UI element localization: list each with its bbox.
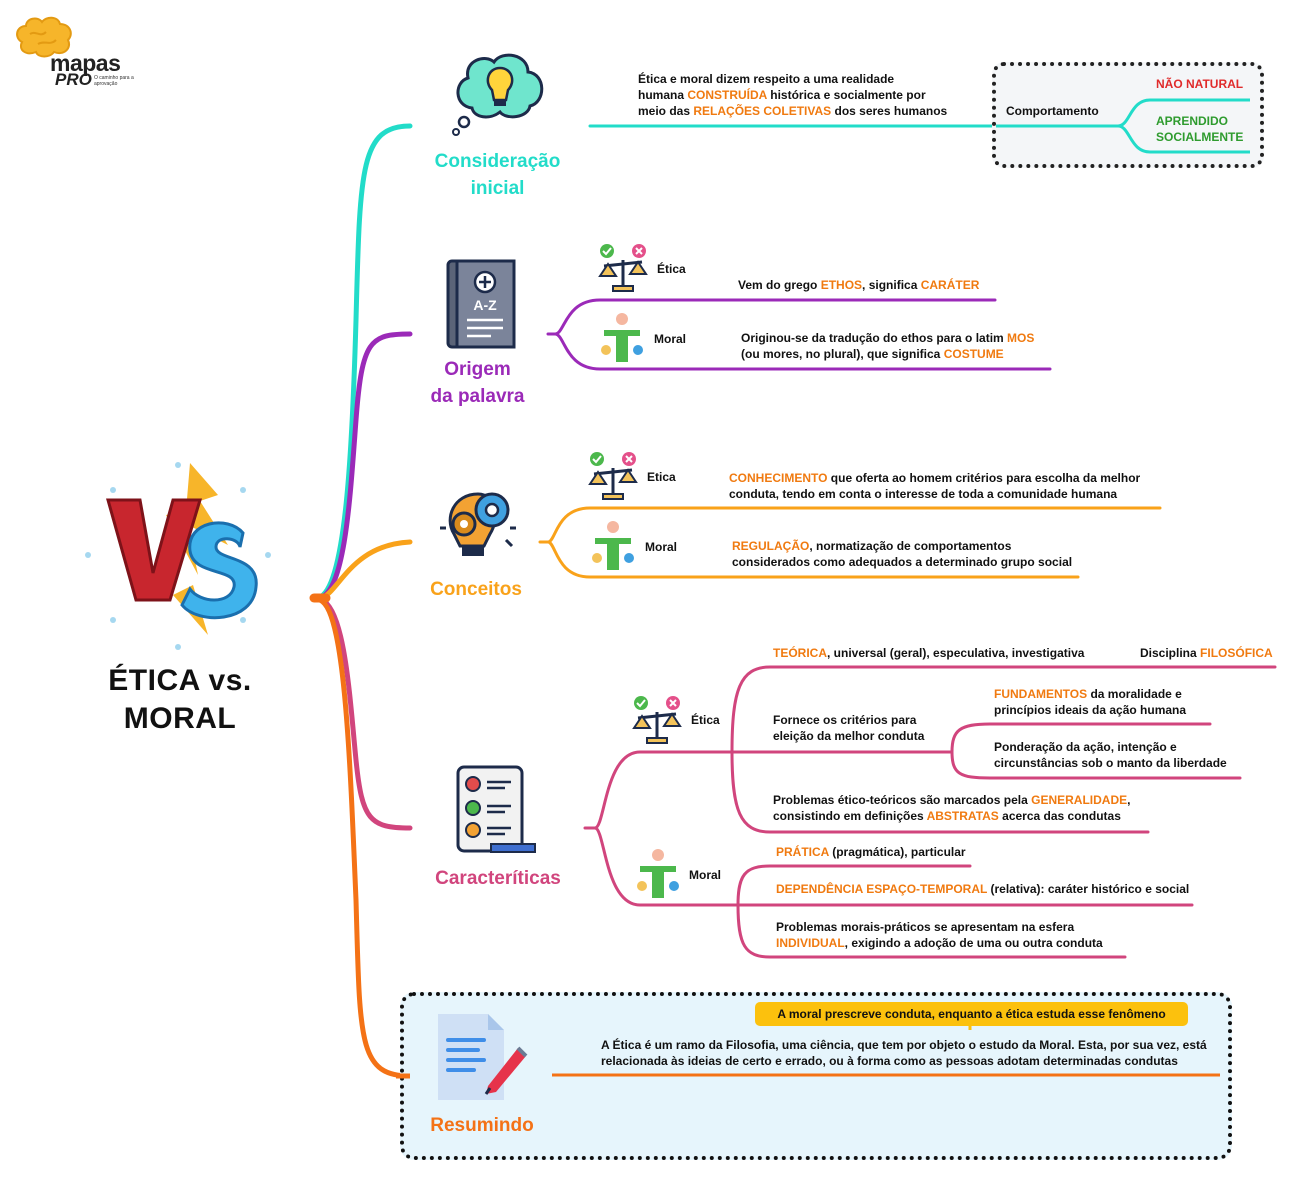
branch-caracteristicas bbox=[319, 597, 413, 831]
resumindo-callout: A moral prescreve conduta, enquanto a ét… bbox=[755, 1002, 1188, 1026]
caract-moral-problemas-text: Problemas morais-práticos se apresentam … bbox=[776, 920, 1103, 950]
brand-tagline: O caminho para a aprovação bbox=[94, 75, 134, 87]
section-title-resumindo: Resumindo bbox=[430, 1115, 534, 1136]
origem-moral-text: Originou-se da tradução do ethos para o … bbox=[741, 331, 1035, 361]
comportamento-label: Comportamento bbox=[1006, 104, 1099, 118]
conceitos-moral-label: Moral bbox=[645, 540, 678, 554]
conceitos-etica-label: Etica bbox=[647, 470, 676, 484]
scales-icon-caracteristicas bbox=[632, 696, 682, 744]
caract-etica-problemas-text: Problemas ético-teóricos são marcados pe… bbox=[773, 793, 1131, 823]
dictionary-book-icon: A-Z bbox=[446, 259, 516, 349]
aprendido-label: APRENDIDO SOCIALMENTE bbox=[1156, 114, 1244, 144]
section-title-conceitos: Conceitos bbox=[430, 579, 522, 600]
branch-consideracao bbox=[315, 123, 413, 601]
person-choice-icon-caracteristicas bbox=[637, 849, 679, 898]
caract-fornece-text: Fornece os critérios para eleição da mel… bbox=[773, 713, 925, 743]
branch-origem bbox=[317, 331, 413, 601]
consideracao-text: Ética e moral dizem respeito a uma reali… bbox=[638, 72, 948, 118]
caract-disciplina-text: Disciplina FILOSÓFICA bbox=[1140, 646, 1273, 660]
scales-icon-origem bbox=[598, 244, 648, 292]
caract-etica-label: Ética bbox=[691, 713, 720, 727]
section-title-consideracao: Consideração inicial bbox=[434, 151, 561, 199]
caract-fundamentos-text: FUNDAMENTOS da moralidade e princípios i… bbox=[994, 687, 1187, 717]
person-choice-icon-origem bbox=[601, 313, 643, 362]
versus-icon bbox=[85, 462, 271, 650]
brain-icon bbox=[16, 16, 72, 58]
caract-dependencia-text: DEPENDÊNCIA ESPAÇO-TEMPORAL (relativa): … bbox=[776, 882, 1190, 896]
resumindo-text: A Ética é um ramo da Filosofia, uma ciên… bbox=[601, 1038, 1207, 1068]
caract-pratica-text: PRÁTICA (pragmática), particular bbox=[776, 845, 966, 859]
idea-bulb-icon bbox=[452, 53, 544, 136]
conceitos-etica-text: CONHECIMENTO que oferta ao homem critéri… bbox=[729, 471, 1141, 501]
scales-icon-conceitos bbox=[588, 452, 638, 500]
person-choice-icon-conceitos bbox=[592, 521, 634, 570]
origem-etica-text: Vem do grego ETHOS, significa CARÁTER bbox=[738, 278, 980, 292]
brand-name: mapas bbox=[50, 50, 121, 76]
brand-logo bbox=[10, 12, 150, 92]
document-pen-icon bbox=[438, 1014, 528, 1100]
brand-sub: PRO bbox=[55, 70, 92, 89]
nao-natural-label: NÃO NATURAL bbox=[1156, 77, 1244, 91]
origem-moral-label: Moral bbox=[654, 332, 687, 346]
svg-text:A-Z: A-Z bbox=[473, 297, 497, 313]
origem-etica-label: Ética bbox=[657, 262, 686, 276]
section-title-origem: Origem da palavra bbox=[430, 359, 525, 407]
main-title: ÉTICA vs. MORAL bbox=[108, 664, 252, 735]
caract-moral-label: Moral bbox=[689, 868, 722, 882]
gears-head-icon bbox=[440, 492, 516, 556]
section-title-caracteristicas: Caracteríticas bbox=[435, 868, 561, 889]
caract-ponderacao-text: Ponderação da ação, intenção e circunstâ… bbox=[994, 740, 1227, 770]
conceitos-moral-text: REGULAÇÃO, normatização de comportamento… bbox=[732, 539, 1073, 569]
checklist-icon bbox=[456, 765, 536, 853]
caract-teorica-text: TEÓRICA, universal (geral), especulativa… bbox=[773, 646, 1085, 660]
branch-resumindo bbox=[317, 597, 413, 1079]
